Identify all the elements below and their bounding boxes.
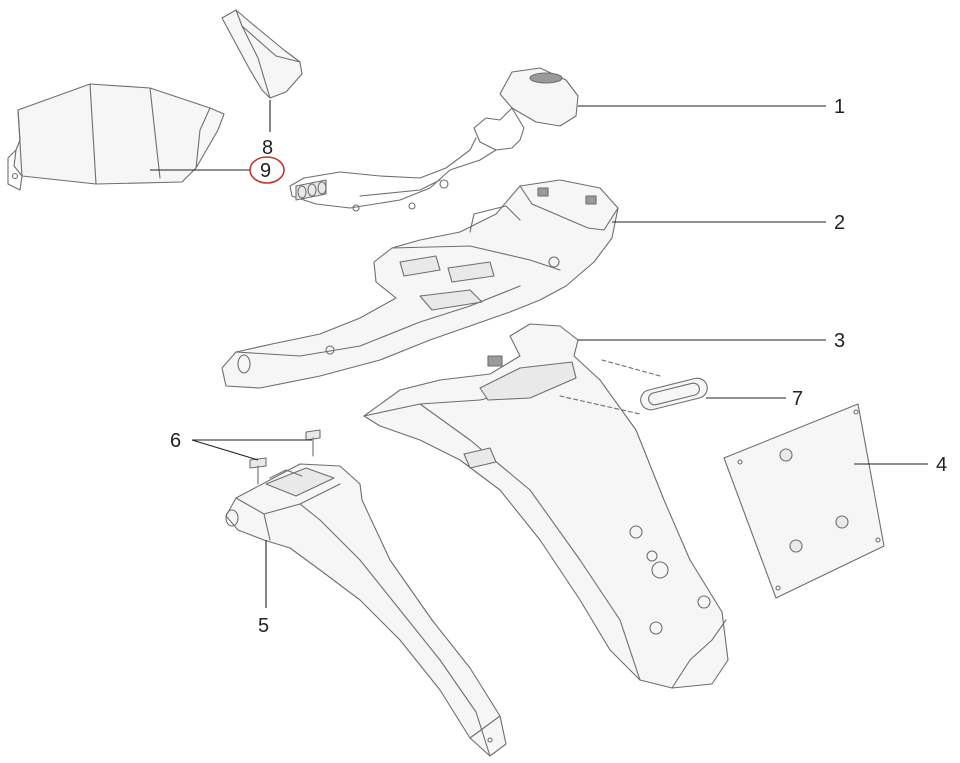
part-3-rear-mudguard[interactable] (363, 323, 729, 689)
callout-8[interactable]: 8 (262, 137, 273, 159)
part-9-side-panel[interactable] (7, 83, 225, 191)
callout-5[interactable]: 5 (258, 615, 269, 637)
callout-9[interactable]: 9 (260, 160, 271, 182)
callout-1[interactable]: 1 (834, 96, 845, 118)
callout-6[interactable]: 6 (170, 430, 181, 452)
part-6-screws[interactable] (249, 429, 321, 485)
callout-9-highlight-ring (249, 156, 285, 184)
part-4-plate-holder[interactable] (723, 403, 885, 599)
part-1-light-bracket[interactable] (289, 67, 579, 212)
part-5-support-bracket[interactable] (225, 463, 507, 757)
callout-3[interactable]: 3 (834, 330, 845, 352)
part-7-reflector[interactable] (559, 359, 709, 415)
callout-7[interactable]: 7 (792, 388, 803, 410)
leader-6a (191, 439, 259, 461)
leader-lines (150, 100, 928, 608)
part-8-cover[interactable] (221, 9, 303, 99)
callout-2[interactable]: 2 (834, 212, 845, 234)
part-2-grab-handle[interactable] (221, 179, 619, 389)
callout-4[interactable]: 4 (936, 454, 947, 476)
callout-numbers: 1 2 3 4 5 6 7 8 9 (170, 96, 947, 637)
